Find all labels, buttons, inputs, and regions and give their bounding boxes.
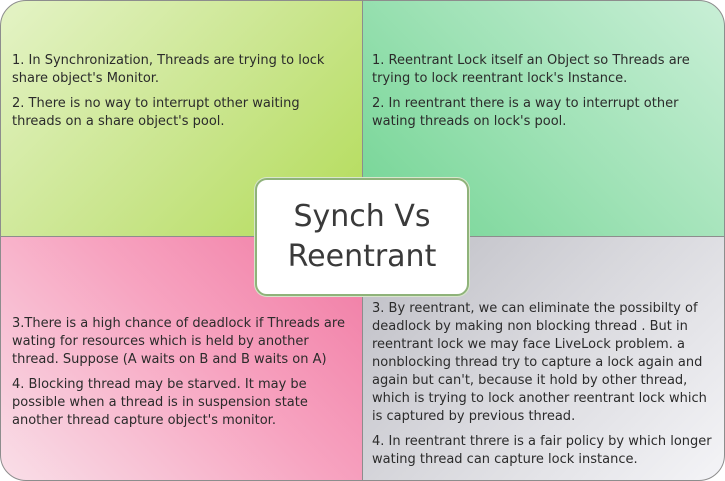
reentrant-point-3: 3. By reentrant, we can eliminate the po… bbox=[372, 301, 707, 424]
center-title: Synch Vs Reentrant bbox=[288, 197, 437, 277]
center-title-line-2: Reentrant bbox=[287, 239, 437, 274]
reentrant-point-2: 2. In reentrant there is a way to interr… bbox=[372, 96, 679, 129]
synch-points-bottom: 3.There is a high chance of deadlock if … bbox=[12, 315, 347, 437]
synch-point-2: 2. There is no way to interrupt other wa… bbox=[12, 96, 300, 129]
reentrant-point-1: 1. Reentrant Lock itself an Object so Th… bbox=[372, 53, 690, 86]
reentrant-points-top: 1. Reentrant Lock itself an Object so Th… bbox=[372, 52, 707, 138]
synch-point-4: 4. Blocking thread may be starved. It ma… bbox=[12, 377, 308, 428]
synch-point-1: 1. In Synchronization, Threads are tryin… bbox=[12, 53, 325, 86]
center-title-box: Synch Vs Reentrant bbox=[255, 178, 469, 296]
center-title-line-1: Synch Vs bbox=[293, 199, 431, 234]
synch-point-3: 3.There is a high chance of deadlock if … bbox=[12, 316, 345, 367]
reentrant-point-4: 4. In reentrant threre is a fair policy … bbox=[372, 434, 712, 467]
reentrant-points-bottom: 3. By reentrant, we can eliminate the po… bbox=[372, 300, 712, 476]
synch-points-top: 1. In Synchronization, Threads are tryin… bbox=[12, 52, 334, 138]
